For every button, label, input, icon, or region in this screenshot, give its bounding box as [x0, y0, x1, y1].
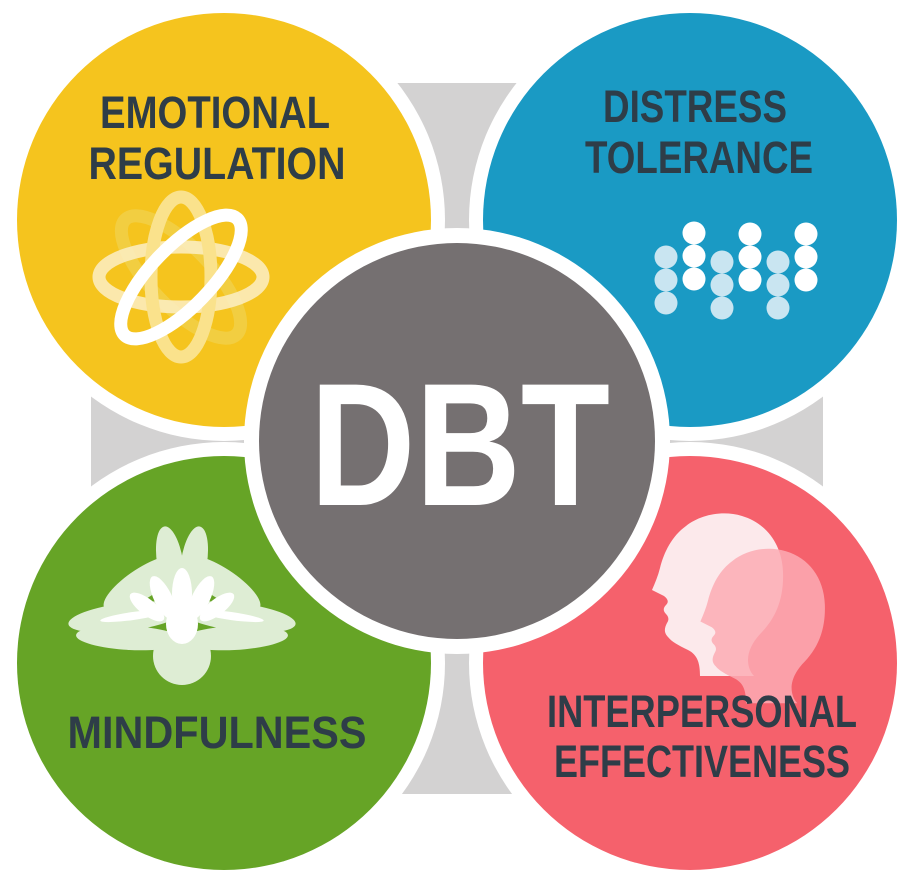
mindfulness-label-line1: MINDFULNESS — [68, 707, 367, 758]
interpersonal-effectiveness-label-line2: EFFECTIVENESS — [554, 736, 850, 787]
center-title: DBT — [310, 348, 610, 543]
lotus-flower-icon — [68, 526, 296, 685]
center-circle — [259, 243, 655, 639]
emotional-regulation-label-line1: EMOTIONAL — [100, 87, 330, 138]
profile-heads-icon — [652, 513, 825, 704]
interpersonal-effectiveness-label-line1: INTERPERSONAL — [547, 686, 857, 737]
atom-icon — [92, 190, 270, 364]
emotional-regulation-label-line2: REGULATION — [89, 138, 346, 189]
center-circle-group: DBT — [244, 228, 670, 654]
back-head-silhouette — [700, 548, 825, 704]
distress-tolerance-label-line1: DISTRESS — [603, 81, 787, 132]
molecule-dots-icon — [654, 221, 818, 320]
distress-tolerance-label-line2: TOLERANCE — [585, 132, 813, 183]
